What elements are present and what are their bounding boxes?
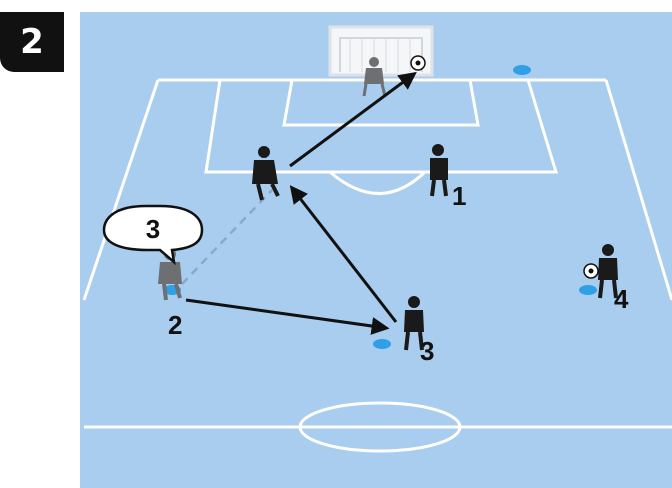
pass-arrow-3-to-striker (289, 185, 398, 323)
penalty-arc (329, 170, 427, 195)
cone-icon (373, 339, 391, 349)
player-icon (252, 146, 280, 201)
shot-arrow (289, 71, 417, 168)
player-label-4: 4 (614, 284, 629, 314)
touchline-right (604, 79, 672, 301)
speech-bubble: 3 (102, 204, 204, 266)
ball-icon (410, 55, 426, 71)
player-label-2: 2 (168, 310, 182, 340)
centre-circle (298, 401, 462, 453)
player-label-1: 1 (452, 181, 466, 211)
player-label-3: 3 (420, 336, 434, 366)
cone-icon (513, 65, 531, 75)
step-number: 2 (20, 22, 44, 62)
player-icon (430, 144, 448, 197)
speech-bubble-text: 3 (146, 214, 160, 244)
pass-arrow-2-to-3 (185, 298, 390, 335)
six-yard-box (282, 79, 480, 127)
step-badge: 2 (0, 12, 64, 72)
player-icon (598, 244, 618, 299)
player-icon (404, 296, 424, 351)
cone-icon (579, 285, 597, 295)
run-dashed-line (181, 189, 273, 285)
penalty-box (204, 79, 559, 174)
goalkeeper-icon (362, 57, 387, 97)
touchline-left (82, 79, 160, 301)
ball-icon (583, 263, 599, 279)
